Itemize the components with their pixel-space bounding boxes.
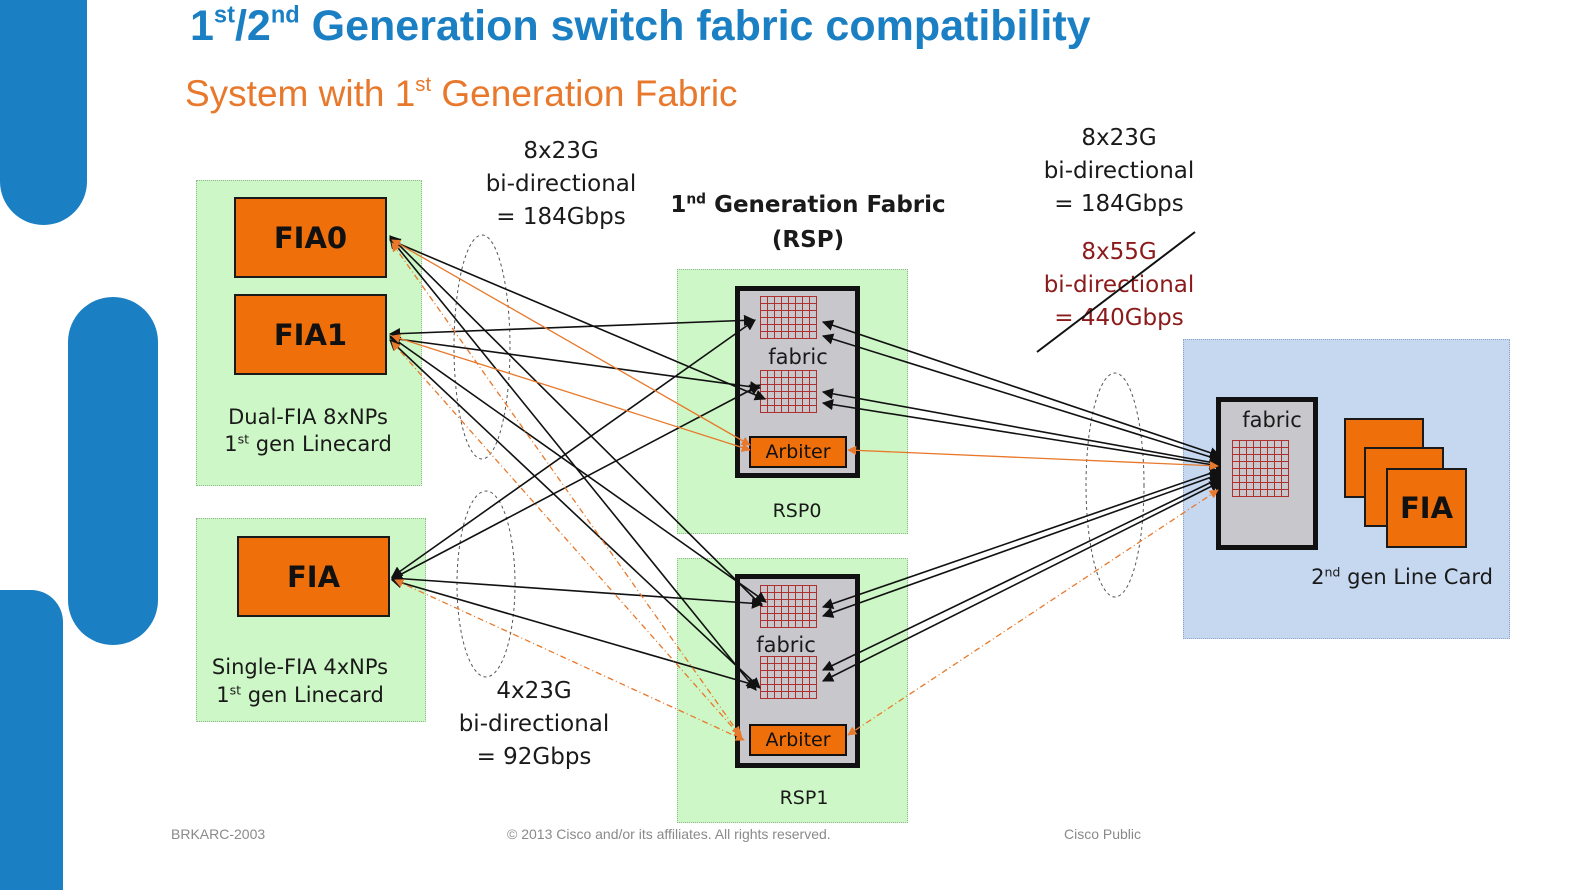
link-fia1-rsp0-top xyxy=(388,314,756,340)
arb-link-gen2-rsp0 xyxy=(847,445,1219,471)
rsp0-crossbar-grid-top xyxy=(760,296,817,339)
link-gen2-rsp1-c xyxy=(821,477,1222,671)
rsp0-crossbar-grid-bottom xyxy=(760,370,817,413)
link-fia1-rsp1-bottom xyxy=(389,339,761,689)
arb-link-gen2-rsp1 xyxy=(847,489,1219,736)
single-fia-linecard-label: Single-FIA 4xNPs 1st gen Linecard xyxy=(211,655,389,707)
rsp0-name: RSP0 xyxy=(772,500,822,522)
single-fia-block: FIA xyxy=(237,536,390,617)
link-bundle-ellipse-right xyxy=(1085,372,1145,598)
link-gen2-rsp1-d xyxy=(821,481,1222,682)
decorative-blue-bar-middle xyxy=(68,297,158,645)
gen2-crossbar-grid xyxy=(1232,440,1289,497)
link-gen2-rsp1-a xyxy=(821,467,1222,610)
gen2-fabric-label: fabric xyxy=(1242,408,1302,432)
rsp1-crossbar-grid-top xyxy=(760,585,817,628)
fia1-block: FIA1 xyxy=(234,294,387,375)
footer-copyright: © 2013 Cisco and/or its affiliates. All … xyxy=(507,826,831,842)
rsp1-arbiter: Arbiter xyxy=(749,724,847,756)
fabric-header: 1nd Generation Fabric (RSP) xyxy=(670,191,946,253)
rsp1-fabric-label: fabric xyxy=(756,633,816,657)
link-fia-rsp1-top xyxy=(390,573,764,609)
footer-session-id: BRKARC-2003 xyxy=(171,826,266,842)
strike-through-line xyxy=(1036,231,1196,353)
footer-classification: Cisco Public xyxy=(1064,826,1142,842)
rsp1-crossbar-grid-bottom xyxy=(760,656,817,699)
link-gen2-rsp0-a xyxy=(821,319,1222,459)
link-fia-rsp1-bottom xyxy=(390,577,760,689)
slide-title: 1st/2nd Generation switch fabric compati… xyxy=(190,2,1091,50)
arb-link-fia1-rsp1 xyxy=(391,341,743,739)
link-gen2-rsp0-c xyxy=(821,388,1222,468)
link-gen2-rsp1-b xyxy=(821,472,1222,618)
decorative-blue-bar-bottom xyxy=(0,590,63,890)
gen2-fia-front: FIA xyxy=(1386,468,1467,548)
fia0-block: FIA0 xyxy=(234,197,387,278)
arb-link-fia0-rsp0 xyxy=(391,239,751,446)
connection-diagram xyxy=(388,231,1222,741)
rsp0-fabric-label: fabric xyxy=(768,345,828,369)
gen2-linecard-label: 2nd gen Line Card xyxy=(1311,564,1493,589)
decorative-blue-bar-top xyxy=(0,0,87,225)
arb-link-fia-rsp1 xyxy=(394,579,745,741)
link-gen2-rsp0-d xyxy=(821,399,1222,470)
dual-fia-linecard-label: Dual-FIA 8xNPs 1st gen Linecard xyxy=(224,405,392,456)
link-fia0-rsp1-bottom xyxy=(389,237,757,691)
arb-link-fia0-rsp1 xyxy=(391,242,741,736)
link-fia-rsp0-top xyxy=(391,319,756,578)
link-gen2-rsp0-b xyxy=(821,333,1222,463)
slide-subtitle: System with 1st Generation Fabric xyxy=(185,73,738,114)
rsp1-name: RSP1 xyxy=(779,787,829,809)
